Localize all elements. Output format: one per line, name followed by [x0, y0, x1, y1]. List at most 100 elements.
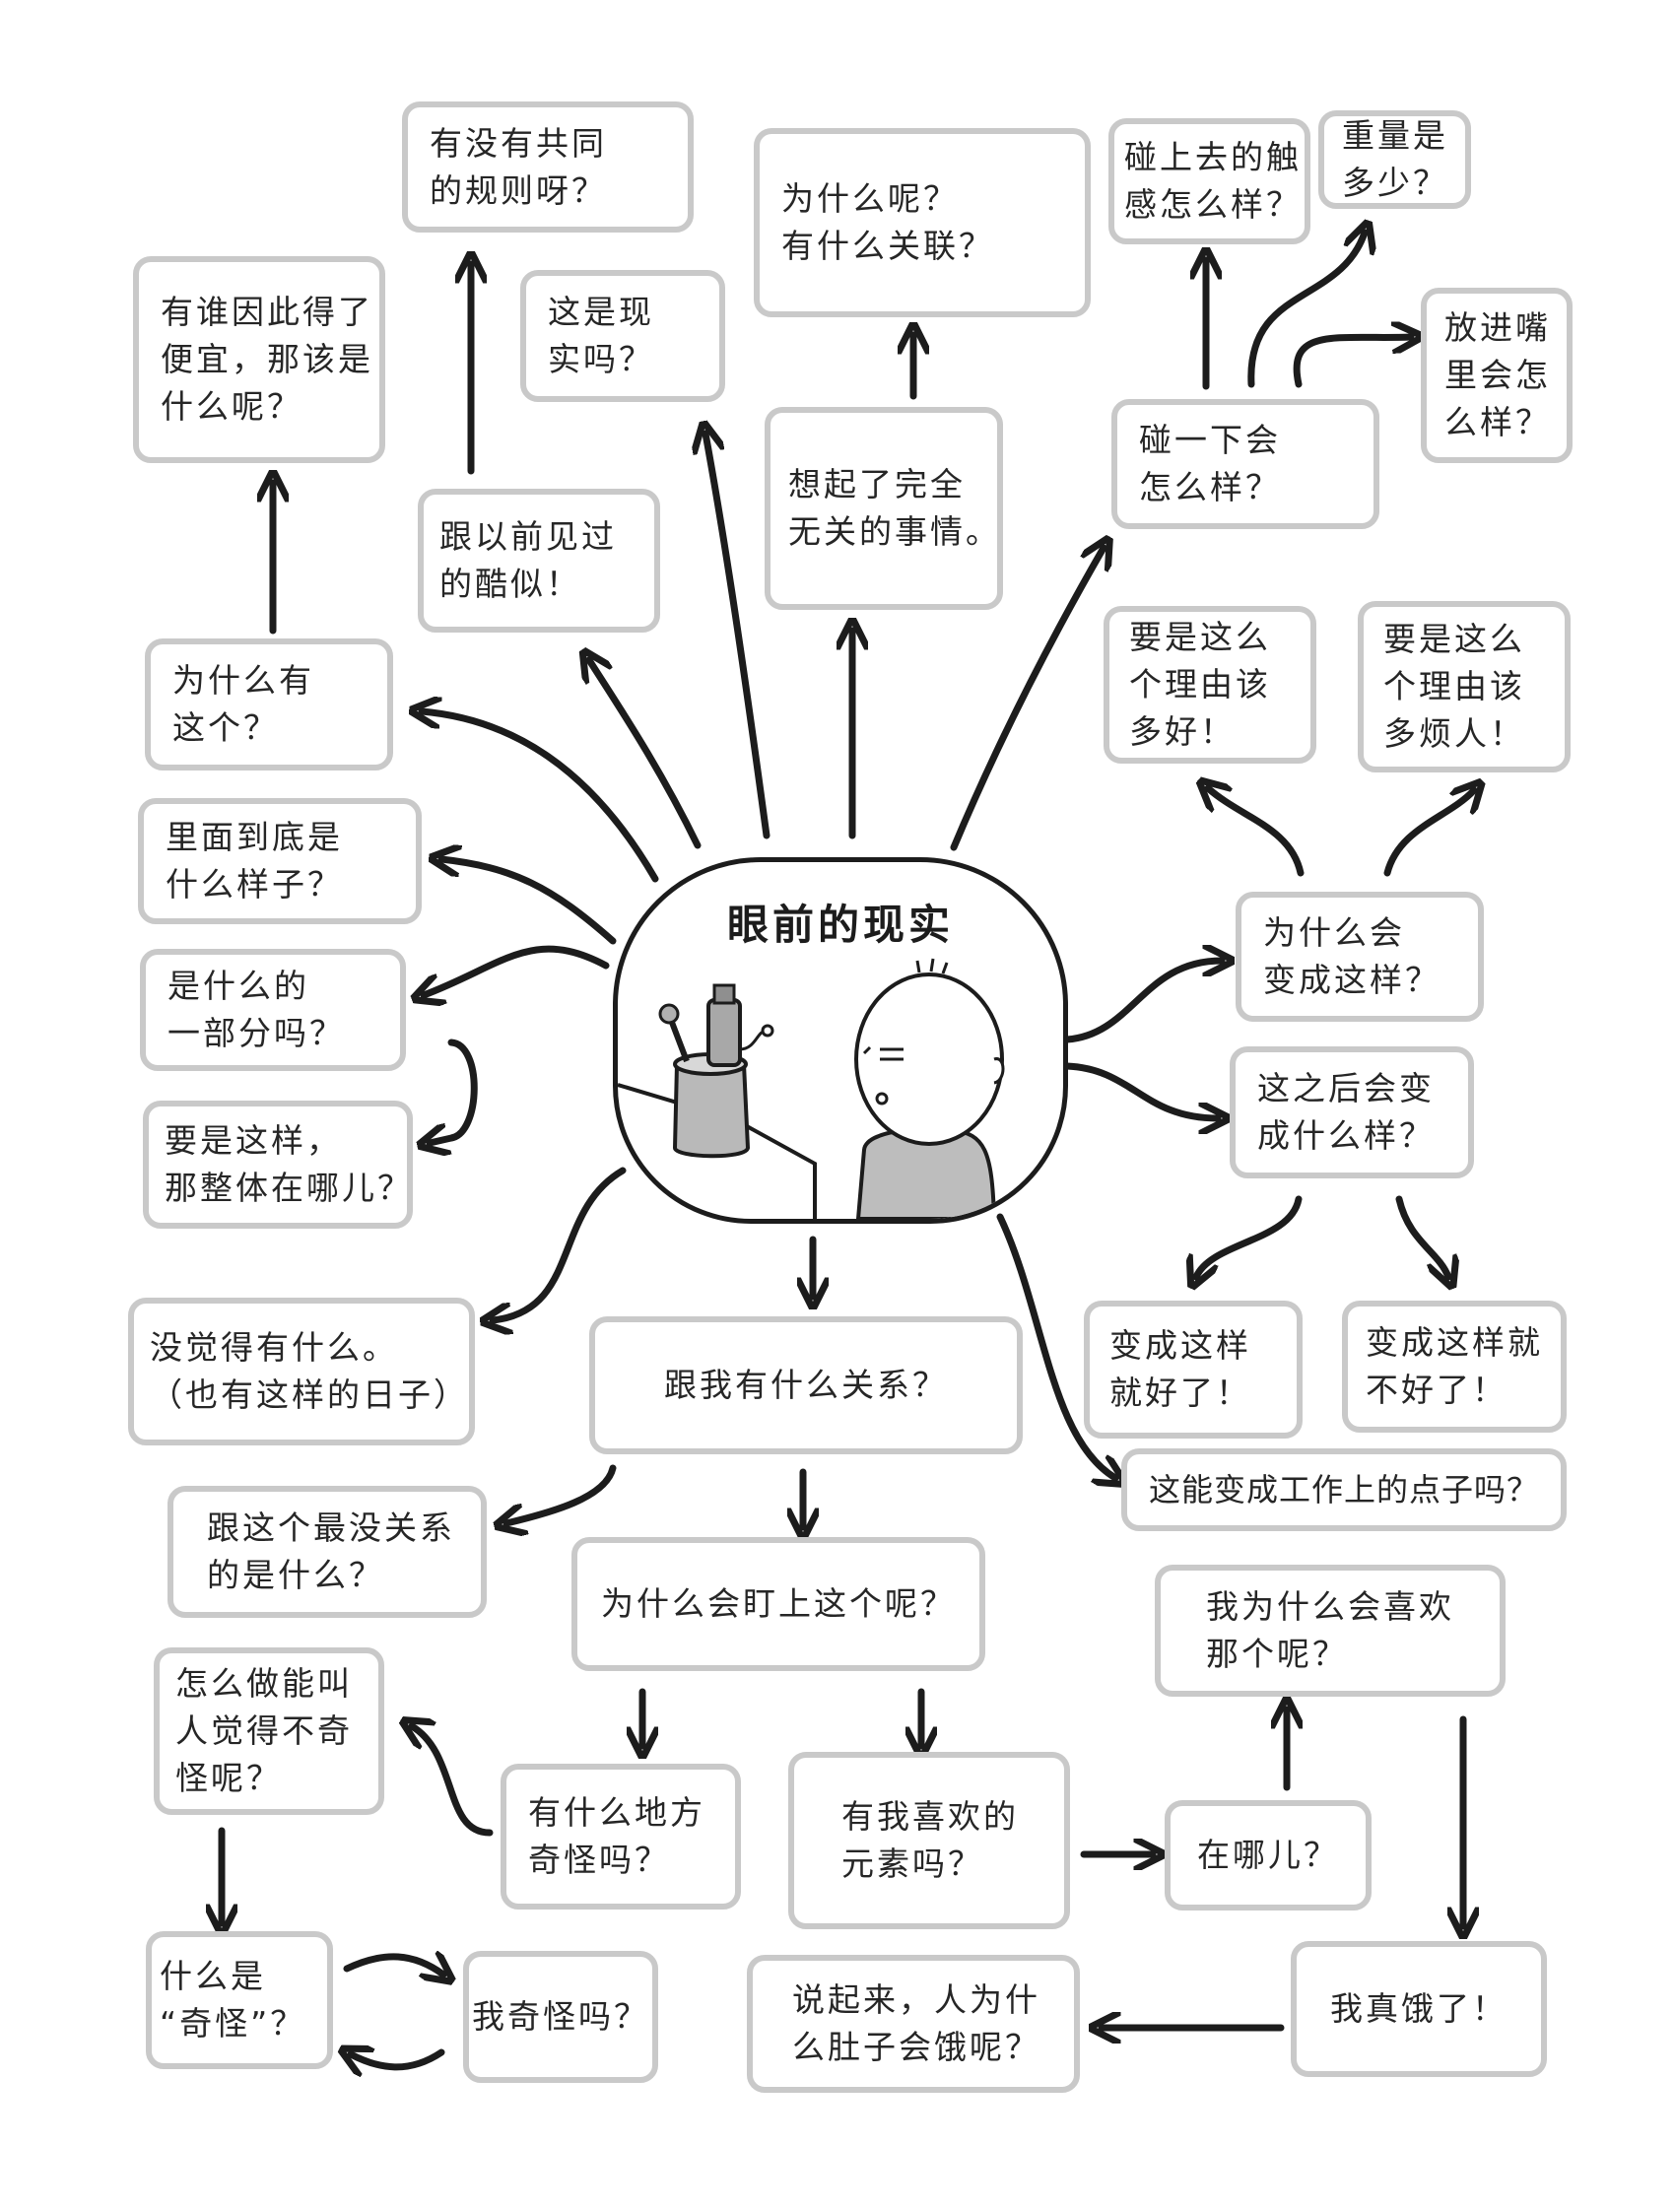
node-inside: 里面到底是什么样子？ — [138, 798, 422, 924]
node-text-line: 的规则呀？ — [430, 170, 607, 210]
node-text-line: 多烦人！ — [1383, 713, 1525, 753]
node-text-line: 我为什么会喜欢 — [1206, 1587, 1454, 1627]
node-good-reason: 要是这么个理由该多好！ — [1104, 606, 1316, 764]
node-similar: 跟以前见过的酷似！ — [418, 489, 660, 633]
node-text-line: 要是这么 — [1129, 618, 1271, 657]
node-touch-feel: 碰上去的触感怎么样？ — [1108, 118, 1310, 244]
pot-shape — [672, 1062, 751, 1159]
node-text-line: 么肚子会饿呢？ — [792, 2028, 1040, 2066]
node-text-line: 有没有共同 — [430, 123, 607, 163]
node-text-line: 为什么有 — [172, 661, 314, 701]
arrow-to-least-related — [506, 1464, 617, 1523]
arrow-to-weight — [1247, 233, 1365, 388]
node-text-line: 什么样子？ — [166, 865, 343, 904]
arrow-to-why-became — [1063, 961, 1222, 1043]
node-hungry: 我真饿了！ — [1291, 1941, 1547, 2077]
node-text-line: 那个呢？ — [1206, 1635, 1348, 1673]
node-text-line: 什么是 — [160, 1957, 266, 1996]
node-text-line: 的酷似！ — [439, 565, 581, 603]
node-text-line: 多少？ — [1342, 164, 1448, 202]
node-text-line: 多好！ — [1129, 711, 1236, 751]
node-text-line: 想起了完全 — [788, 465, 966, 504]
node-not-strange: 怎么做能叫人觉得不奇怪呢？ — [154, 1647, 384, 1815]
node-text-line: 碰上去的触 — [1124, 138, 1302, 177]
node-nothing: 没觉得有什么。 （也有这样的日子） — [128, 1298, 475, 1445]
node-text-line: 有什么关联？ — [781, 227, 994, 265]
node-text-line: 成什么样？ — [1257, 1116, 1435, 1155]
node-text-line: 为什么呢？ — [781, 179, 959, 219]
node-hungry-why: 说起来，人为什么肚子会饿呢？ — [747, 1955, 1080, 2093]
arrow-part-to-whole — [430, 1039, 478, 1143]
node-text-line: （也有这样的日子） — [150, 1375, 469, 1414]
node-text-line: 么样？ — [1444, 402, 1551, 441]
bottle — [706, 998, 742, 1067]
node-text-line: 在哪儿？ — [1197, 1836, 1339, 1875]
node-text-line: “奇怪”？ — [160, 2004, 306, 2043]
arrow-what-to-am-i — [343, 1957, 443, 1975]
node-why-related: 为什么呢？ 有什么关联？ — [754, 128, 1091, 317]
node-why-exists: 为什么有这个？ — [145, 638, 393, 771]
node-text-line: 放进嘴 — [1444, 308, 1551, 348]
arrow-strange-to-not-strange — [412, 1726, 494, 1837]
node-text-line: 变成这样 — [1109, 1326, 1251, 1366]
node-text-line: 有什么地方 — [528, 1793, 705, 1833]
node-good-if: 变成这样就好了！ — [1084, 1301, 1303, 1439]
arrow-to-after — [1063, 1062, 1218, 1118]
node-in-mouth: 放进嘴里会怎么样？ — [1421, 288, 1573, 463]
node-text-line: 怎么样？ — [1139, 468, 1281, 506]
person-mouth — [875, 1092, 889, 1106]
node-whole: 要是这样，那整体在哪儿？ — [143, 1101, 413, 1229]
node-text-line: 这能变成工作上的点子吗？ — [1148, 1470, 1539, 1508]
node-annoying-reason: 要是这么个理由该多烦人！ — [1358, 601, 1571, 772]
node-strange-place: 有什么地方奇怪吗？ — [501, 1764, 741, 1910]
node-touch: 碰一下会怎么样？ — [1111, 399, 1379, 529]
node-text-line: 怎么做能叫 — [175, 1664, 353, 1704]
node-text-line: 就好了！ — [1109, 1374, 1251, 1412]
node-text-line: 便宜，那该是 — [161, 340, 373, 379]
node-text-line: 要是这么 — [1383, 620, 1525, 659]
bottle-cap — [712, 983, 736, 1005]
node-text-line: 个理由该 — [1383, 667, 1525, 706]
node-text-line: 这个？ — [172, 708, 279, 747]
arrow-to-good-if — [1196, 1195, 1303, 1277]
arrow-to-similar — [589, 660, 702, 849]
node-text-line: 这之后会变 — [1257, 1069, 1435, 1108]
node-text-line: 没觉得有什么。 — [150, 1328, 398, 1368]
node-what-is-strange: 什么是 “奇怪”？ — [146, 1931, 333, 2069]
node-text-line: 有谁因此得了 — [161, 293, 373, 332]
arrow-to-annoying-reason — [1383, 790, 1474, 877]
node-text-line: 不好了！ — [1366, 1371, 1508, 1409]
person-eye — [862, 1045, 872, 1055]
node-why-like: 我为什么会喜欢那个呢？ — [1155, 1565, 1506, 1697]
arrow-to-work-idea — [996, 1213, 1115, 1478]
node-text-line: 实吗？ — [548, 340, 654, 378]
person-hair — [915, 958, 949, 974]
node-text-line: 为什么会盯上这个呢？ — [601, 1584, 956, 1624]
tool-handle — [668, 1018, 690, 1063]
arrow-to-part — [424, 945, 610, 995]
node-text-line: 跟这个最没关系 — [207, 1508, 455, 1548]
node-text-line: 一部分吗？ — [168, 1014, 345, 1052]
node-common-rule: 有没有共同的规则呀？ — [402, 101, 694, 233]
node-why-stare: 为什么会盯上这个呢？ — [571, 1537, 985, 1671]
node-after: 这之后会变成什么样？ — [1230, 1046, 1474, 1178]
arrow-to-nothing — [493, 1167, 627, 1320]
node-is-real: 这是现实吗？ — [520, 270, 725, 402]
arrow-to-touch — [950, 548, 1104, 851]
arrow-to-inside — [441, 859, 617, 945]
node-text-line: 重量是 — [1342, 116, 1448, 156]
node-where: 在哪儿？ — [1165, 1800, 1372, 1910]
center-title: 眼前的现实 — [726, 901, 954, 949]
node-text-line: 我真饿了！ — [1330, 1989, 1508, 2029]
node-text-line: 我奇怪吗？ — [472, 1997, 649, 2037]
center-illustration — [618, 958, 1005, 1219]
arrow-to-good-reason — [1208, 788, 1305, 877]
bottle-wire — [739, 1030, 767, 1051]
node-least-related: 跟这个最没关系的是什么？ — [168, 1486, 487, 1618]
node-text-line: 有我喜欢的 — [841, 1797, 1019, 1837]
node-text-line: 跟以前见过 — [439, 517, 617, 557]
person-eye-lines — [880, 1047, 904, 1061]
arrow-to-is-real — [705, 434, 770, 839]
node-text-line: 奇怪吗？ — [528, 1841, 670, 1879]
